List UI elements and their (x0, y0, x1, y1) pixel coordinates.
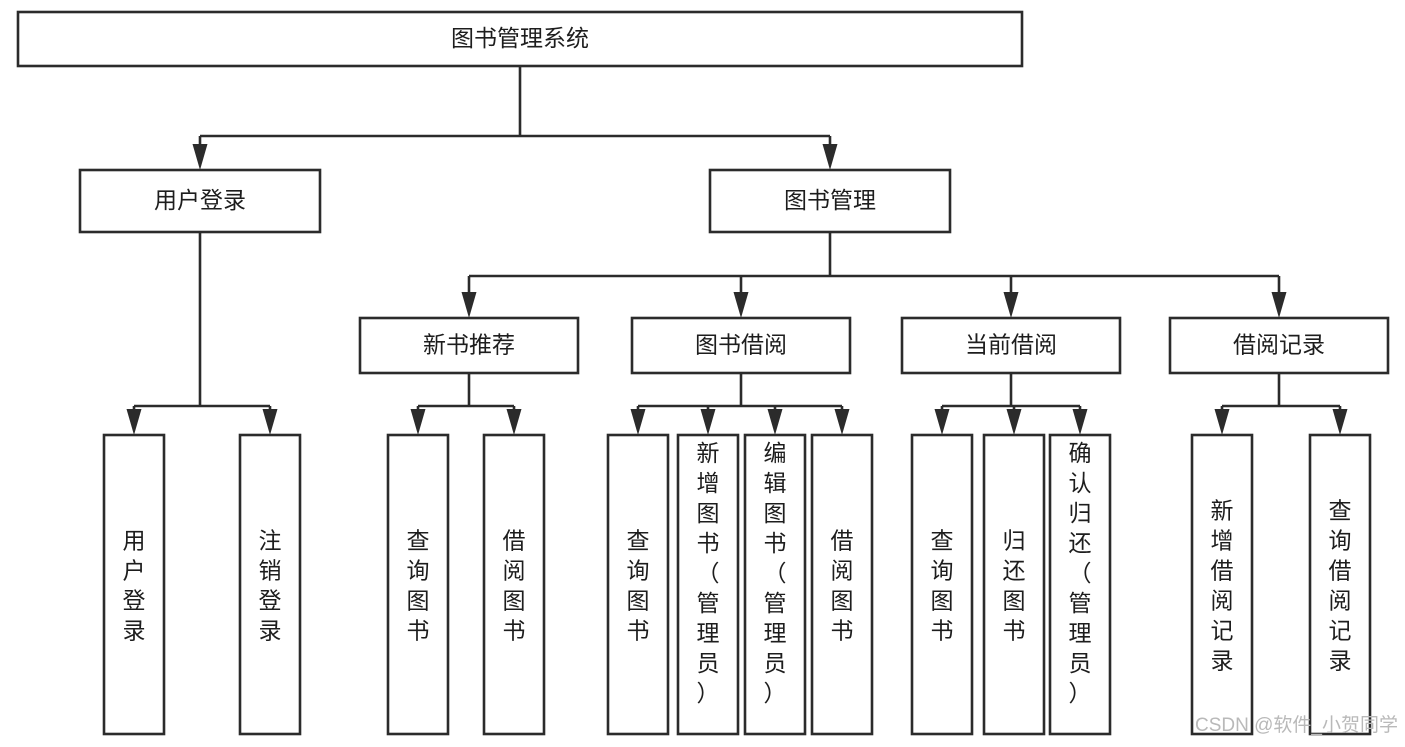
connector-arrowhead (126, 409, 142, 435)
node-label: 当前借阅 (965, 332, 1057, 358)
node-box (743, 433, 807, 736)
node-box (630, 316, 852, 375)
node-label: 新书推荐 (423, 332, 515, 358)
node-leaf-query-book-3[interactable]: 查询图书 (910, 433, 974, 736)
node-box (1190, 433, 1254, 736)
node-box (982, 433, 1046, 736)
nodes-layer: 图书管理系统用户登录图书管理新书推荐图书借阅当前借阅借阅记录用户登录注销登录查询… (16, 10, 1390, 736)
node-box (78, 168, 322, 234)
node-box (482, 433, 546, 736)
node-leaf-return-book[interactable]: 归还图书 (982, 433, 1046, 736)
connector-arrowhead (1271, 292, 1287, 318)
node-box (102, 433, 166, 736)
node-label: 注销登录 (259, 528, 282, 644)
node-leaf-borrow-book-2[interactable]: 借阅图书 (810, 433, 874, 736)
connector-arrowhead (630, 409, 646, 435)
connector-arrowhead (834, 409, 850, 435)
node-label: 用户登录 (154, 187, 246, 213)
node-box (1308, 433, 1372, 736)
connector-arrowhead (700, 409, 716, 435)
connectors-layer (126, 66, 1348, 435)
node-leaf-add-book-admin[interactable]: 新增图书（管理员） (676, 433, 740, 736)
node-label: 借阅图书 (503, 528, 526, 644)
node-label: 图书管理系统 (451, 25, 589, 51)
node-box (1168, 316, 1390, 375)
connector-arrowhead (1072, 409, 1088, 435)
node-label: 查询图书 (627, 528, 650, 644)
connector-arrowhead (934, 409, 950, 435)
node-label: 确认归还（管理员） (1069, 440, 1092, 706)
node-box (910, 433, 974, 736)
node-current-borrow[interactable]: 当前借阅 (900, 316, 1122, 375)
node-box (238, 433, 302, 736)
node-label: 归还图书 (1003, 528, 1026, 644)
node-box (606, 433, 670, 736)
connector-arrowhead (410, 409, 426, 435)
node-box (1048, 433, 1112, 736)
connector-arrowhead (192, 144, 208, 170)
node-user-login[interactable]: 用户登录 (78, 168, 322, 234)
node-box (676, 433, 740, 736)
node-label: 新增借阅记录 (1211, 498, 1234, 674)
connector-arrowhead (1006, 409, 1022, 435)
node-leaf-query-book-1[interactable]: 查询图书 (386, 433, 450, 736)
node-label: 编辑图书（管理员） (764, 440, 787, 706)
connector-arrowhead (1003, 292, 1019, 318)
connector-arrowhead (262, 409, 278, 435)
connector-arrowhead (822, 144, 838, 170)
node-leaf-query-book-2[interactable]: 查询图书 (606, 433, 670, 736)
node-box (708, 168, 952, 234)
node-book-borrow[interactable]: 图书借阅 (630, 316, 852, 375)
node-leaf-confirm-return[interactable]: 确认归还（管理员） (1048, 433, 1112, 736)
node-root[interactable]: 图书管理系统 (16, 10, 1024, 68)
node-new-book-rec[interactable]: 新书推荐 (358, 316, 580, 375)
node-label: 借阅图书 (831, 528, 854, 644)
node-label: 查询借阅记录 (1329, 498, 1352, 674)
watermark-label: CSDN @软件_小贺同学 (1195, 714, 1398, 736)
node-leaf-query-borrow-record[interactable]: 查询借阅记录 (1308, 433, 1372, 736)
node-label: 图书借阅 (695, 332, 787, 358)
node-label: 图书管理 (784, 187, 876, 213)
node-label: 新增图书（管理员） (697, 440, 720, 706)
node-label: 查询图书 (931, 528, 954, 644)
node-label: 查询图书 (407, 528, 430, 644)
node-label: 用户登录 (123, 528, 146, 644)
connector-arrowhead (767, 409, 783, 435)
connector-arrowhead (1214, 409, 1230, 435)
connector-arrowhead (1332, 409, 1348, 435)
node-leaf-user-logout[interactable]: 注销登录 (238, 433, 302, 736)
node-book-manage[interactable]: 图书管理 (708, 168, 952, 234)
connector-arrowhead (461, 292, 477, 318)
node-box (16, 10, 1024, 68)
node-leaf-borrow-book-1[interactable]: 借阅图书 (482, 433, 546, 736)
node-leaf-add-borrow-record[interactable]: 新增借阅记录 (1190, 433, 1254, 736)
connector-arrowhead (506, 409, 522, 435)
node-leaf-edit-book-admin[interactable]: 编辑图书（管理员） (743, 433, 807, 736)
node-label: 借阅记录 (1233, 332, 1325, 358)
node-leaf-user-login[interactable]: 用户登录 (102, 433, 166, 736)
node-borrow-record[interactable]: 借阅记录 (1168, 316, 1390, 375)
connector-arrowhead (733, 292, 749, 318)
node-box (810, 433, 874, 736)
node-box (386, 433, 450, 736)
node-box (900, 316, 1122, 375)
node-box (358, 316, 580, 375)
